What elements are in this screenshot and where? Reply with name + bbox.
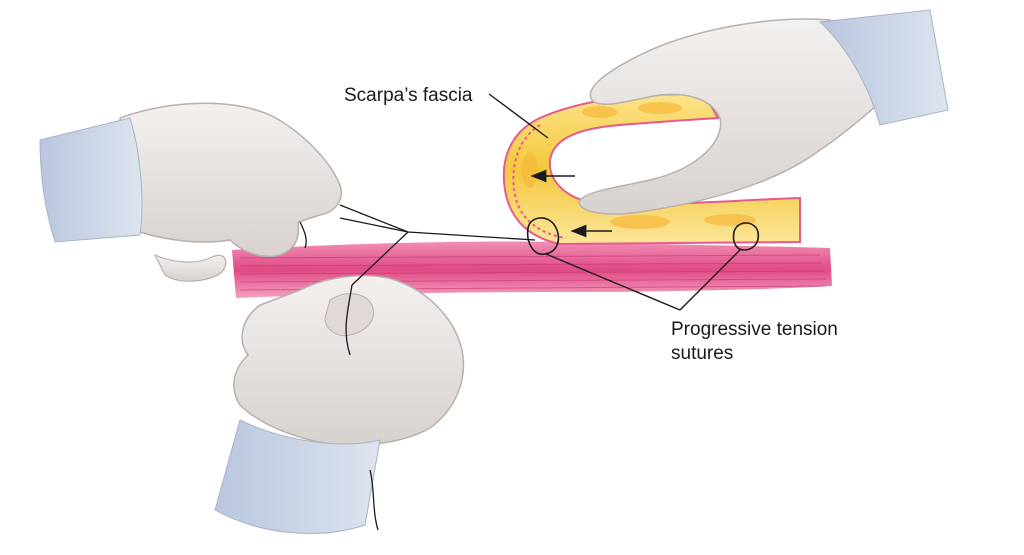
leader-scarpa [488,93,549,139]
direction-arrows [530,169,612,238]
leader-sutures-left [545,253,681,311]
leader-sutures-right [679,249,741,311]
leader-lines [488,93,741,311]
suture-loop-right [732,222,760,251]
lower-hand [214,274,465,534]
upper-left-hand [39,102,342,282]
suture-thread [299,204,536,531]
right-hand [578,9,949,215]
suture-loop-left [526,217,560,255]
label-sutures-line2: sutures [671,342,734,364]
label-sutures-line1: Progressive tension [671,319,838,340]
label-progressive-tension-sutures: Progressive tension sutures [671,318,838,366]
label-scarpas-fascia: Scarpa’s fascia [344,85,473,106]
